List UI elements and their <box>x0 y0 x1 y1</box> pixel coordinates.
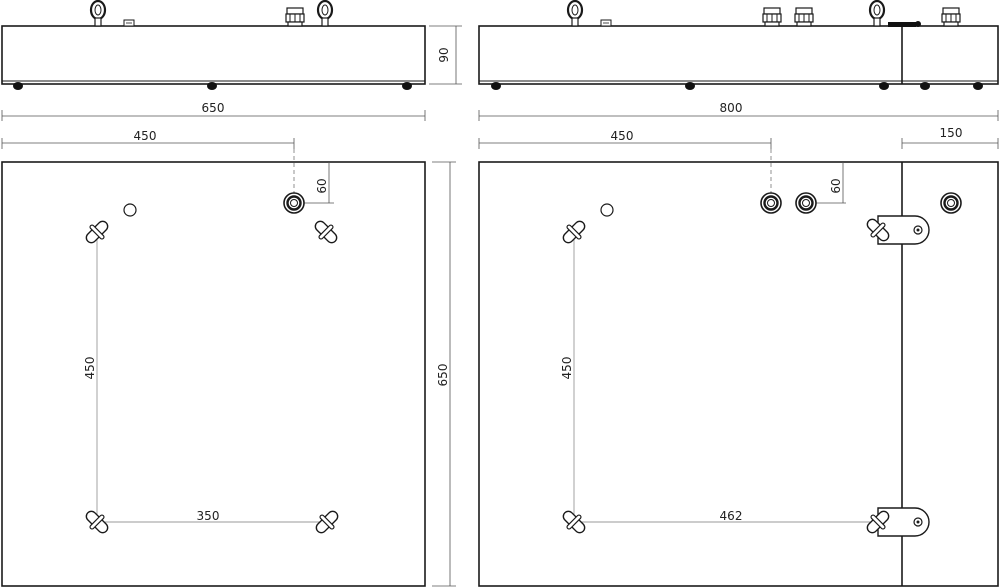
dim-right-width: 800 <box>478 101 999 121</box>
left-eyebolt-2-icon <box>316 0 334 28</box>
dim-depth-label: 650 <box>436 364 450 387</box>
right-hinge-side-icon <box>888 21 921 27</box>
dim-extension-width: 150 <box>901 126 999 149</box>
right-cable-gland-1-side-icon <box>762 7 782 27</box>
dim-depth: 650 <box>432 161 456 587</box>
dim-left-offset-label: 450 <box>134 129 157 143</box>
left-cable-gland-side-icon <box>285 7 305 27</box>
left-foot-1 <box>13 82 23 90</box>
dim-left-offset: 450 <box>1 129 295 149</box>
left-side-view <box>1 0 426 90</box>
right-hinge-bracket-bottom-icon <box>864 507 930 537</box>
dim-right-horizontal-label: 462 <box>720 509 743 523</box>
right-eyebolt-2-icon <box>868 0 886 28</box>
dim-right-gland-depth-label: 60 <box>829 178 843 193</box>
right-cable-gland-3-side-icon <box>941 7 961 27</box>
left-eyebolt-1-icon <box>89 0 107 28</box>
right-foot-2 <box>685 82 695 90</box>
dim-right-offset-label: 450 <box>611 129 634 143</box>
right-hinge-bracket-top-icon <box>864 215 930 245</box>
left-foot-3 <box>402 82 412 90</box>
right-cable-gland-3-top-icon <box>939 191 963 215</box>
dim-left-vertical-label: 450 <box>83 357 97 380</box>
left-vent-icon <box>123 19 135 27</box>
right-cable-gland-1-top-icon <box>759 191 783 215</box>
right-foot-5 <box>973 82 983 90</box>
left-vent-hole-icon <box>123 203 137 217</box>
right-cable-gland-2-side-icon <box>794 7 814 27</box>
dim-left-width: 650 <box>1 101 426 121</box>
right-eyebolt-1-icon <box>566 0 584 28</box>
right-top-body <box>478 161 999 587</box>
left-side-body <box>1 25 426 85</box>
dim-right-vertical-label: 450 <box>560 357 574 380</box>
dim-left-horizontal-label: 350 <box>197 509 220 523</box>
left-cable-gland-top-icon <box>282 191 306 215</box>
right-vent-hole-icon <box>600 203 614 217</box>
right-foot-1 <box>491 82 501 90</box>
dim-right-width-label: 800 <box>720 101 743 115</box>
right-side-body <box>478 25 999 85</box>
right-vent-icon <box>600 19 612 27</box>
left-foot-2 <box>207 82 217 90</box>
left-top-body <box>1 161 426 587</box>
right-cable-gland-2-top-icon <box>794 191 818 215</box>
dim-left-gland-depth-label: 60 <box>315 178 329 193</box>
right-foot-3 <box>879 82 889 90</box>
dim-height-90: 90 <box>429 25 462 85</box>
dim-height-label: 90 <box>437 47 451 62</box>
right-side-view <box>478 0 999 90</box>
left-mount-slot-2-icon <box>312 218 340 246</box>
right-foot-4 <box>920 82 930 90</box>
dim-left-width-label: 650 <box>202 101 225 115</box>
dim-right-offset: 450 <box>478 129 772 149</box>
left-top-view: 60 450 350 <box>1 149 426 587</box>
dim-extension-width-label: 150 <box>940 126 963 140</box>
right-top-view: 60 450 462 <box>478 149 999 587</box>
